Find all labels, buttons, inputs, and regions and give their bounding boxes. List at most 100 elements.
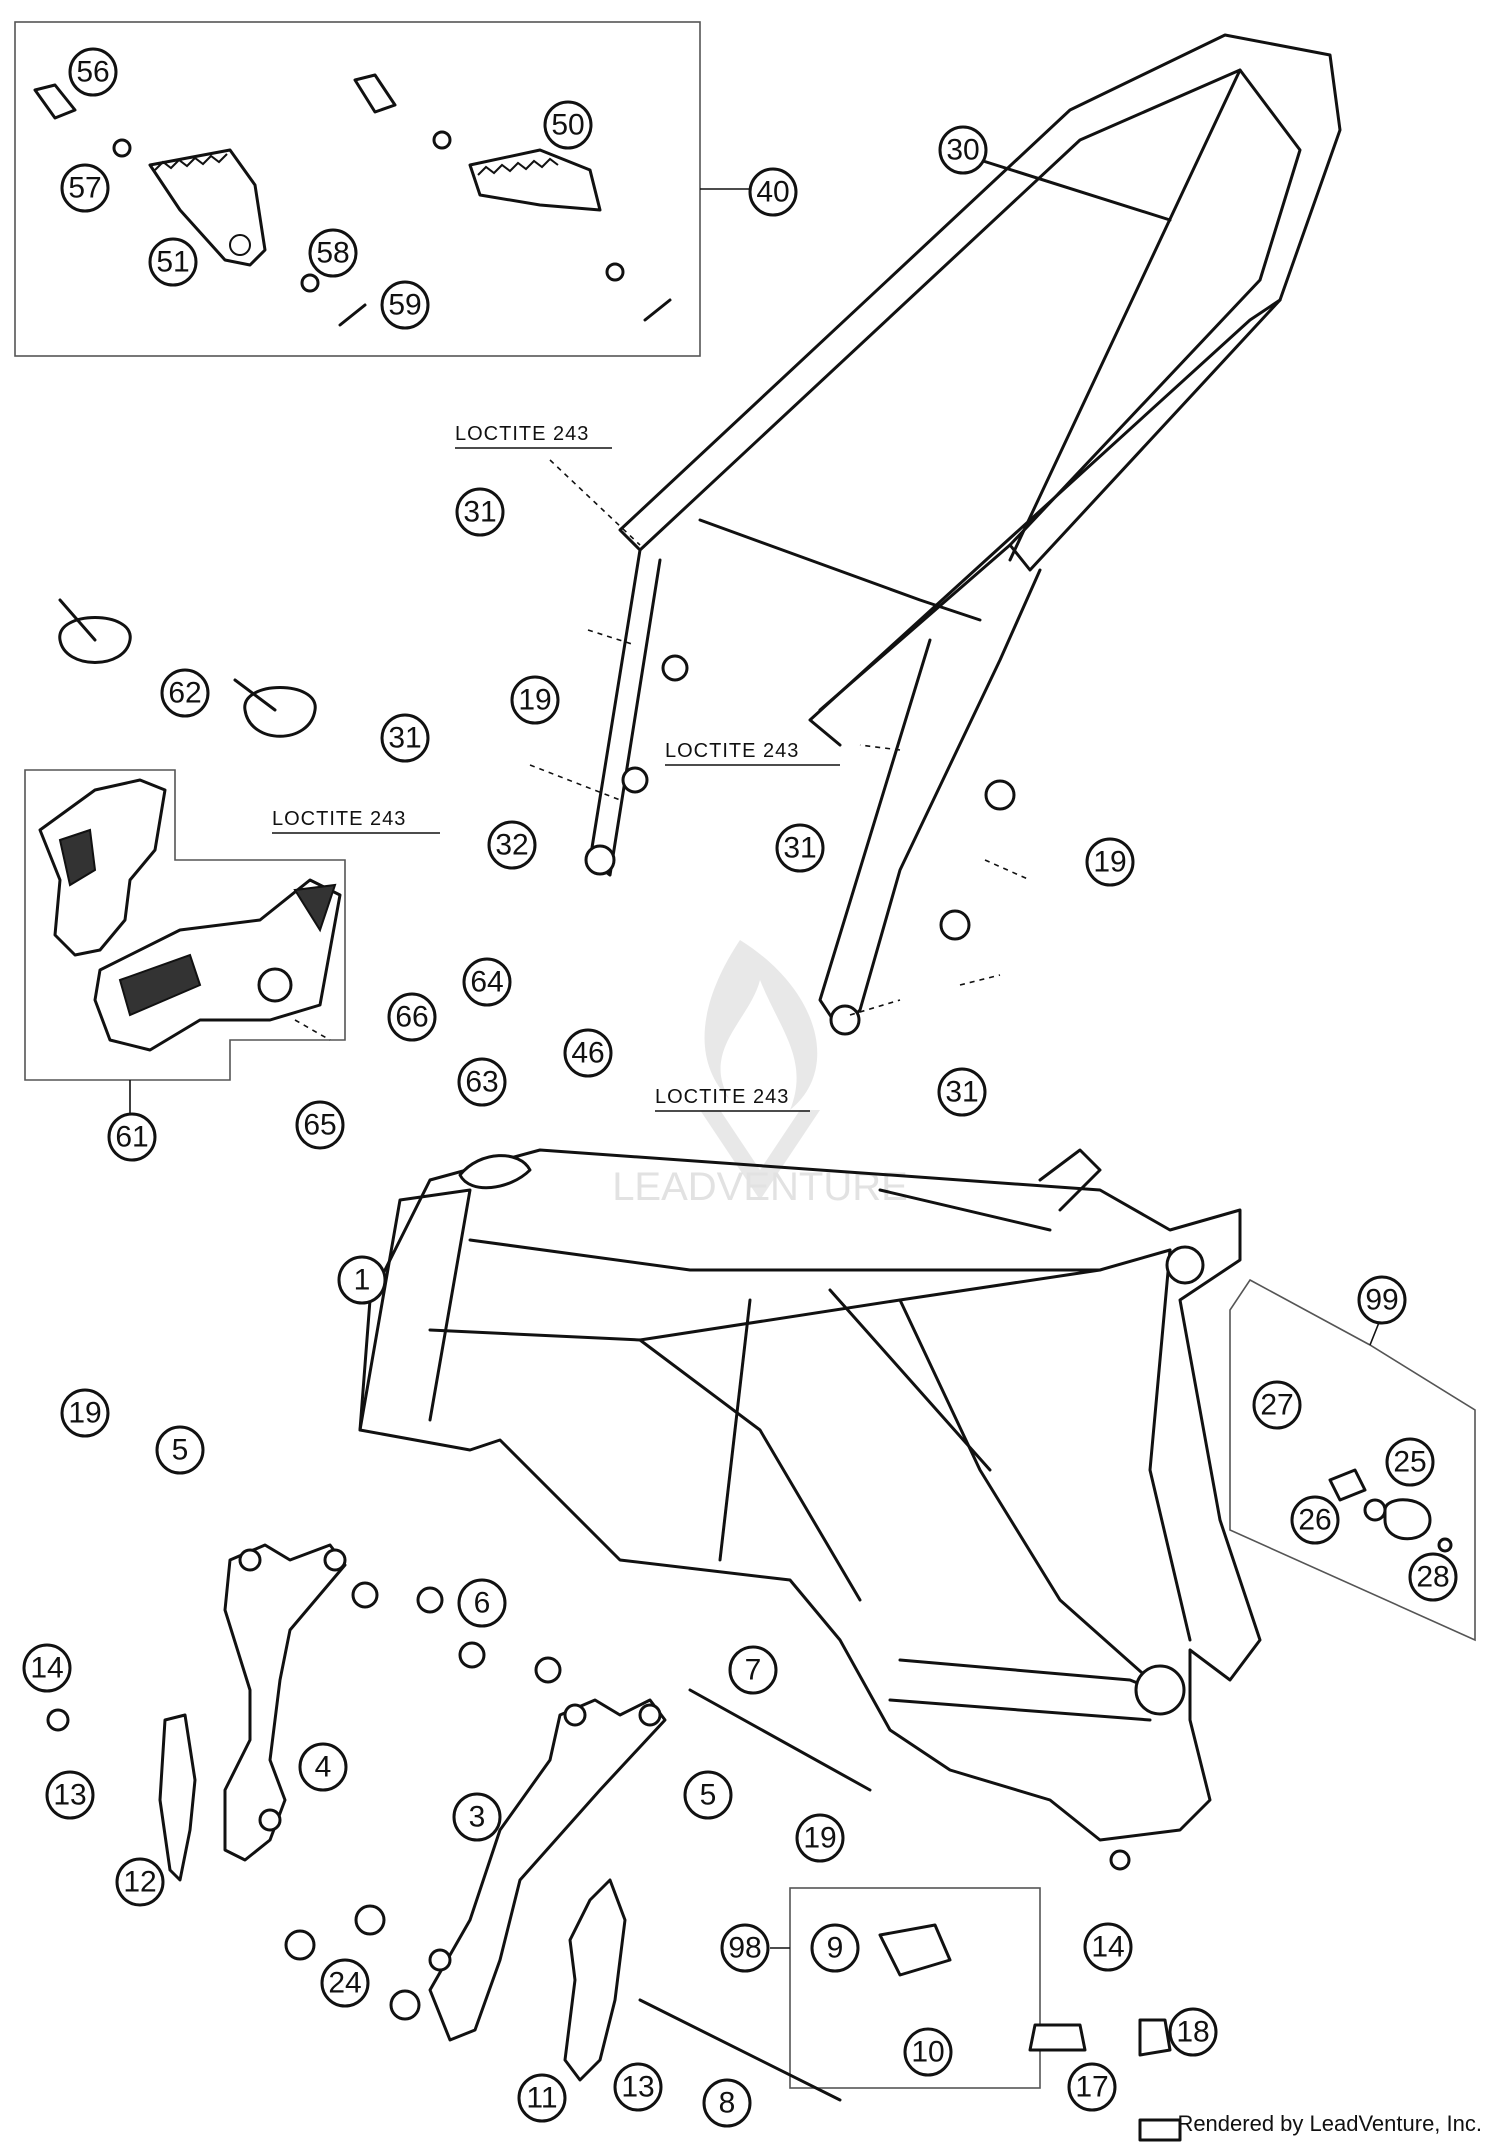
footpeg-right xyxy=(468,148,602,212)
svg-text:24: 24 xyxy=(328,1967,361,2000)
svg-text:26: 26 xyxy=(1298,1504,1331,1537)
svg-text:30: 30 xyxy=(946,134,979,167)
svg-text:98: 98 xyxy=(728,1932,761,1965)
svg-text:13: 13 xyxy=(53,1779,86,1812)
callout-59: 59 xyxy=(380,280,430,330)
svg-text:59: 59 xyxy=(388,289,421,322)
bracket-kit-box xyxy=(789,1887,1041,2089)
footpeg-pins xyxy=(33,73,672,327)
loctite-note: LOCTITE 243 xyxy=(455,423,589,445)
callout-14: 14 xyxy=(1083,1922,1133,1972)
watermark-text: LEADVENTURE xyxy=(612,1165,908,1209)
loctite-notes: LOCTITE 243 LOCTITE 243 LOCTITE 243 LOCT… xyxy=(272,423,840,1112)
callout-64: 64 xyxy=(462,957,512,1007)
svg-text:63: 63 xyxy=(465,1066,498,1099)
callout-31: 31 xyxy=(380,713,430,763)
leadventure-watermark: LEADVENTURE xyxy=(612,940,908,1209)
callout-3: 3 xyxy=(452,1792,502,1842)
cover-right xyxy=(563,1878,627,2082)
hardware xyxy=(46,1468,1453,2142)
svg-text:9: 9 xyxy=(827,1932,844,1965)
callout-12: 12 xyxy=(115,1857,165,1907)
svg-text:50: 50 xyxy=(551,109,584,142)
svg-text:12: 12 xyxy=(123,1866,156,1899)
callout-1: 1 xyxy=(337,1255,387,1305)
svg-text:19: 19 xyxy=(1093,846,1126,879)
svg-text:65: 65 xyxy=(303,1109,336,1142)
callout-17: 17 xyxy=(1067,2062,1117,2112)
footpeg-group-box xyxy=(14,21,701,357)
svg-text:5: 5 xyxy=(700,1779,717,1812)
callout-31: 31 xyxy=(937,1067,987,1117)
callout-5: 5 xyxy=(155,1425,205,1475)
callout-8: 8 xyxy=(702,2078,752,2128)
callout-5: 5 xyxy=(683,1770,733,1820)
svg-text:64: 64 xyxy=(470,966,503,999)
leaders xyxy=(294,459,1031,1041)
svg-text:18: 18 xyxy=(1176,2016,1209,2049)
main-frame xyxy=(358,1148,1262,1842)
callout-28: 28 xyxy=(1408,1552,1458,1602)
callout-25: 25 xyxy=(1385,1437,1435,1487)
loctite-note: LOCTITE 243 xyxy=(655,1086,789,1108)
callout-66: 66 xyxy=(387,992,437,1042)
callout-14: 14 xyxy=(22,1643,72,1693)
callout-19: 19 xyxy=(795,1813,845,1863)
svg-text:6: 6 xyxy=(474,1587,491,1620)
callout-10: 10 xyxy=(903,2027,953,2077)
svg-text:27: 27 xyxy=(1260,1389,1293,1422)
callout-98: 98 xyxy=(720,1923,770,1973)
svg-text:31: 31 xyxy=(388,722,421,755)
callout-62: 62 xyxy=(160,668,210,718)
callout-63: 63 xyxy=(457,1057,507,1107)
cable-ties xyxy=(58,598,317,738)
svg-text:11: 11 xyxy=(526,2082,557,2115)
callout-13: 13 xyxy=(45,1770,95,1820)
svg-text:25: 25 xyxy=(1393,1446,1426,1479)
callout-18: 18 xyxy=(1168,2007,1218,2057)
callout-31: 31 xyxy=(455,487,505,537)
svg-text:66: 66 xyxy=(395,1001,428,1034)
loctite-note: LOCTITE 243 xyxy=(665,740,799,762)
svg-text:46: 46 xyxy=(571,1037,604,1070)
callout-61: 61 xyxy=(107,1112,157,1162)
callout-46: 46 xyxy=(563,1028,613,1078)
callout-32: 32 xyxy=(487,820,537,870)
svg-text:14: 14 xyxy=(1091,1931,1124,1964)
callout-7: 7 xyxy=(728,1645,778,1695)
engine-bracket-right xyxy=(428,1698,667,2042)
callout-99: 99 xyxy=(1357,1275,1407,1325)
svg-text:32: 32 xyxy=(495,829,528,862)
svg-text:31: 31 xyxy=(945,1076,978,1109)
callout-30: 30 xyxy=(938,125,988,175)
callout-56: 56 xyxy=(68,47,118,97)
svg-text:58: 58 xyxy=(316,237,349,270)
svg-text:19: 19 xyxy=(68,1397,101,1430)
callout-9: 9 xyxy=(810,1923,860,1973)
callout-40: 40 xyxy=(748,167,798,217)
svg-text:56: 56 xyxy=(76,56,109,89)
svg-text:40: 40 xyxy=(756,176,789,209)
long-bolts xyxy=(638,1688,872,2102)
subframe xyxy=(584,33,1342,1036)
svg-text:28: 28 xyxy=(1416,1561,1449,1594)
cover-left xyxy=(158,1713,197,1882)
footpeg-left xyxy=(148,148,267,267)
callout-4: 4 xyxy=(298,1742,348,1792)
render-credit: Rendered by LeadVenture, Inc. xyxy=(1177,2111,1482,2136)
svg-text:5: 5 xyxy=(172,1434,189,1467)
svg-text:19: 19 xyxy=(518,684,551,717)
callout-19: 19 xyxy=(510,675,560,725)
callout-50: 50 xyxy=(543,100,593,150)
svg-text:10: 10 xyxy=(911,2036,944,2069)
callout-27: 27 xyxy=(1252,1380,1302,1430)
svg-text:62: 62 xyxy=(168,677,201,710)
svg-text:7: 7 xyxy=(745,1654,762,1687)
svg-text:4: 4 xyxy=(315,1751,332,1784)
engine-bracket-left xyxy=(223,1543,347,1862)
chain-guide-group-box xyxy=(24,769,346,1081)
svg-text:13: 13 xyxy=(621,2071,654,2104)
svg-text:8: 8 xyxy=(719,2087,736,2120)
svg-text:57: 57 xyxy=(68,172,101,205)
chain-guide xyxy=(38,778,342,1052)
